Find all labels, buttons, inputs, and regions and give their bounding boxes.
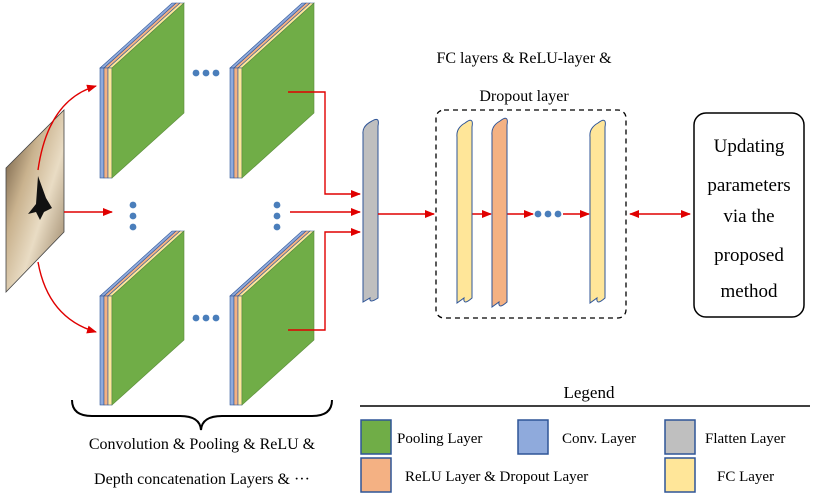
bottom-stack-to-flatten-arrow <box>288 228 361 331</box>
update-parameters-box <box>693 112 805 318</box>
legend-swatch-relu-dropout <box>360 457 392 493</box>
legend-label-pooling: Pooling Layer <box>397 431 482 447</box>
feature-slab-front <box>237 295 243 406</box>
feature-slab-front <box>229 295 235 406</box>
legend-swatch-conv <box>517 419 549 455</box>
ellipsis-dot <box>129 223 137 231</box>
feature-map-stacks <box>99 2 315 406</box>
feature-group-caption-line2: Depth concatenation Layers & ··· <box>94 471 310 488</box>
update-line-4: proposed <box>714 245 784 266</box>
feature-slab-front <box>103 67 109 179</box>
feature-group-caption-line1: Convolution & Pooling & ReLU & <box>89 436 316 453</box>
ellipsis-dot <box>534 210 542 218</box>
fc-group-title-line2: Dropout layer <box>479 88 569 105</box>
ellipsis-dot <box>202 69 210 77</box>
legend-swatch-flatten <box>664 419 696 455</box>
legend-label-conv: Conv. Layer <box>562 431 636 447</box>
feature-stack-top-left <box>99 2 185 179</box>
fc-layer-2 <box>589 119 606 304</box>
ellipsis-dot <box>544 210 552 218</box>
input-to-bottom-stack-arrow <box>37 261 97 334</box>
update-line-5: method <box>721 281 778 302</box>
relu-dropout-layer <box>491 117 508 308</box>
pooling-slab-face <box>111 230 185 406</box>
feature-stack-bottom-right <box>229 230 315 406</box>
top-stack-to-flatten-arrow <box>288 91 361 198</box>
feature-stack-bottom-left <box>99 230 185 406</box>
fc-layer-1 <box>456 119 473 304</box>
input-image <box>5 109 65 293</box>
feature-slab-front <box>103 295 109 406</box>
ellipsis-dot <box>273 201 281 209</box>
ellipsis-dots <box>129 69 562 322</box>
ellipsis-dot <box>129 201 137 209</box>
fc-group-box <box>435 109 627 319</box>
feature-slab-front <box>237 67 243 179</box>
feature-slab-front <box>233 295 239 406</box>
pooling-slab-face <box>241 2 315 179</box>
legend-swatch-fc <box>664 457 696 493</box>
feature-slab-front <box>107 295 113 406</box>
feature-slab-front <box>107 67 113 179</box>
update-line-1: Updating <box>714 136 785 157</box>
pooling-slab-face <box>111 2 185 179</box>
ellipsis-dot <box>273 223 281 231</box>
update-line-2: parameters <box>707 175 790 196</box>
input-to-top-stack-arrow <box>37 84 97 171</box>
legend: Legend Pooling Layer Conv. Layer Flatten… <box>360 383 810 493</box>
legend-label-fc: FC Layer <box>717 469 774 485</box>
legend-label-relu-dropout: ReLU Layer & Dropout Layer <box>405 469 588 485</box>
ellipsis-dot <box>212 69 220 77</box>
legend-label-flatten: Flatten Layer <box>705 431 785 447</box>
legend-title: Legend <box>564 383 615 402</box>
feature-slab-front <box>99 67 105 179</box>
feature-slab-front <box>99 295 105 406</box>
feature-slab-front <box>233 67 239 179</box>
feature-group-brace <box>71 399 333 431</box>
legend-swatch-pooling <box>360 419 392 455</box>
fc-group-title-line1: FC layers & ReLU-layer & <box>436 50 612 67</box>
feature-stack-top-right <box>229 2 315 179</box>
ellipsis-dot <box>129 212 137 220</box>
ellipsis-dot <box>202 314 210 322</box>
update-parameters-text: Updating parameters via the proposed met… <box>707 136 790 302</box>
flatten-layer <box>362 118 379 303</box>
ellipsis-dot <box>192 69 200 77</box>
feature-slab-front <box>229 67 235 179</box>
ellipsis-dot <box>192 314 200 322</box>
pooling-slab-face <box>241 230 315 406</box>
ellipsis-dot <box>273 212 281 220</box>
ellipsis-dot <box>212 314 220 322</box>
update-line-3: via the <box>723 206 774 227</box>
ellipsis-dot <box>554 210 562 218</box>
